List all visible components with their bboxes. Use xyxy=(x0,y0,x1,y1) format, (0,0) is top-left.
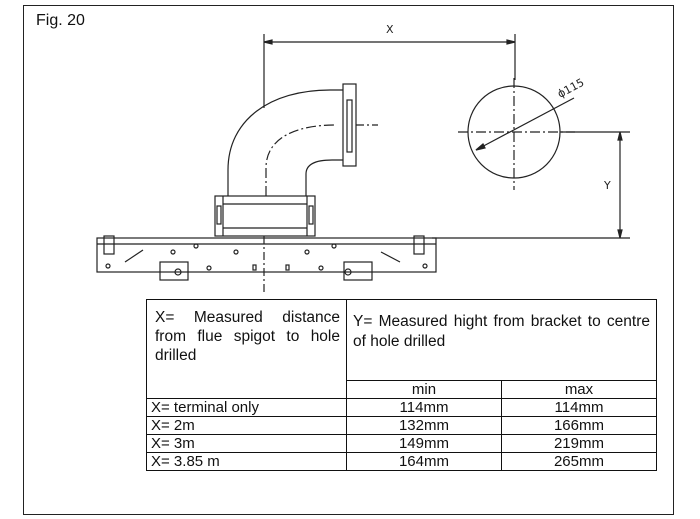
row-min: 114mm xyxy=(346,398,502,417)
row-min: 149mm xyxy=(346,434,502,453)
measurement-table: X= Measured distance from flue spigot to… xyxy=(146,299,658,471)
elbow-outer xyxy=(227,89,343,196)
x-arrow-right xyxy=(506,39,516,45)
clamp-tab-right xyxy=(308,205,314,225)
bracket-hole xyxy=(233,249,239,255)
figure-label: Fig. 20 xyxy=(36,12,85,29)
flange-slot xyxy=(346,99,353,153)
bracket-hole xyxy=(331,243,337,249)
elbow-inner xyxy=(305,159,343,196)
row-min: 132mm xyxy=(346,416,502,435)
elbow-centreline xyxy=(265,124,337,196)
y-dimension-label: Y xyxy=(603,179,611,192)
foot-screw-right xyxy=(344,268,352,276)
bracket-foot-right xyxy=(343,261,373,281)
bracket-hook-left xyxy=(103,235,115,255)
y-arrow-top xyxy=(617,131,623,141)
row-max: 166mm xyxy=(500,416,658,435)
row-max: 265mm xyxy=(500,452,658,471)
header-x: X= Measured distance from flue spigot to… xyxy=(146,299,347,399)
diameter-leader xyxy=(475,97,575,151)
slot-right xyxy=(380,251,401,263)
figure-frame xyxy=(23,5,674,515)
x-dimension-label: X xyxy=(386,23,394,36)
flue-diagram: X Y ϕ115 xyxy=(96,23,630,292)
row-x: X= 2m xyxy=(146,416,347,435)
bracket-hole xyxy=(304,249,310,255)
col-min: min xyxy=(346,380,502,399)
diameter-arrow xyxy=(475,143,486,151)
elbow-flange xyxy=(342,83,357,167)
table-row: X= 3m 149mm 219mm xyxy=(146,434,658,453)
row-x: X= 3m xyxy=(146,434,347,453)
table-row: X= 3.85 m 164mm 265mm xyxy=(146,452,658,471)
slot-left xyxy=(124,249,144,263)
bracket-hole xyxy=(170,249,176,255)
y-arrow-bottom xyxy=(617,229,623,239)
row-min: 164mm xyxy=(346,452,502,471)
table-row: X= terminal only 114mm 114mm xyxy=(146,398,658,417)
bracket-slot-small xyxy=(285,264,290,271)
bracket-foot-left xyxy=(159,261,189,281)
row-max: 114mm xyxy=(500,398,658,417)
bracket-hole xyxy=(422,263,428,269)
mounting-bracket xyxy=(96,237,437,273)
table-row: X= 2m 132mm 166mm xyxy=(146,416,658,435)
x-arrow-left xyxy=(263,39,273,45)
clamp-tab-left xyxy=(216,205,222,225)
row-x: X= terminal only xyxy=(146,398,347,417)
header-y: Y= Measured hight from bracket to centre… xyxy=(346,299,657,381)
col-max: max xyxy=(500,380,658,399)
bracket-hole xyxy=(318,265,324,271)
foot-screw-left xyxy=(174,268,182,276)
row-x: X= 3.85 m xyxy=(146,452,347,471)
bracket-hole xyxy=(206,265,212,271)
diameter-label: ϕ115 xyxy=(555,76,586,101)
spigot-clamp xyxy=(214,195,316,237)
bracket-hole xyxy=(105,263,111,269)
row-max: 219mm xyxy=(500,434,658,453)
bracket-hole xyxy=(193,243,199,249)
bracket-slot-small xyxy=(252,264,257,271)
bracket-hook-right xyxy=(413,235,425,255)
